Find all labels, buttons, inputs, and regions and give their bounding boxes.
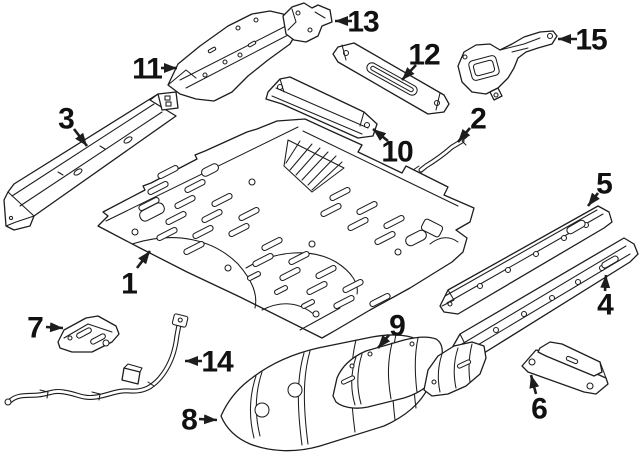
callout-number[interactable]: 12 bbox=[408, 39, 441, 72]
callout-leader-line bbox=[401, 64, 417, 81]
callout-10[interactable]: 10 bbox=[372, 127, 414, 169]
part-12-crossmember bbox=[332, 42, 450, 115]
callout-leader-line bbox=[586, 192, 600, 207]
callout-number[interactable]: 4 bbox=[597, 289, 615, 322]
callout-9[interactable]: 9 bbox=[377, 310, 406, 349]
callout-number[interactable]: 5 bbox=[596, 168, 613, 201]
callout-2[interactable]: 2 bbox=[457, 103, 487, 143]
callout-leader-line bbox=[372, 127, 389, 143]
part-7-bracket-plate bbox=[57, 315, 120, 353]
callout-4[interactable]: 4 bbox=[597, 274, 615, 322]
callout-number[interactable]: 15 bbox=[575, 24, 608, 57]
callout-1[interactable]: 1 bbox=[121, 250, 152, 301]
callout-number[interactable]: 6 bbox=[531, 393, 548, 426]
parts-artwork bbox=[3, 2, 639, 452]
part-5-side-rail bbox=[439, 205, 613, 315]
callout-leader-line bbox=[600, 274, 611, 292]
callout-8[interactable]: 8 bbox=[181, 404, 218, 437]
callout-6[interactable]: 6 bbox=[529, 374, 548, 426]
part-15-bracket bbox=[457, 30, 558, 101]
part-13-bracket bbox=[282, 2, 333, 43]
callout-number[interactable]: 3 bbox=[58, 103, 75, 136]
callout-number[interactable]: 9 bbox=[389, 310, 406, 343]
callout-number[interactable]: 11 bbox=[132, 53, 163, 86]
callout-13[interactable]: 13 bbox=[335, 6, 380, 39]
callout-leader-line bbox=[457, 127, 471, 143]
callout-leader-line bbox=[135, 250, 152, 269]
part-3-side-rail bbox=[3, 91, 179, 231]
part-1-floor-pan bbox=[97, 118, 475, 339]
part-10-crossmember bbox=[265, 76, 378, 139]
callout-leader-line bbox=[377, 334, 391, 349]
callout-number[interactable]: 7 bbox=[27, 312, 44, 345]
callout-5[interactable]: 5 bbox=[586, 168, 613, 207]
part-9-heat-shield bbox=[332, 336, 443, 409]
callout-number[interactable]: 14 bbox=[201, 346, 235, 379]
callout-7[interactable]: 7 bbox=[27, 312, 64, 345]
callout-number[interactable]: 1 bbox=[121, 268, 138, 301]
callout-leader-line bbox=[198, 414, 218, 425]
part-heat-shield-segment bbox=[423, 341, 487, 397]
callout-number[interactable]: 8 bbox=[181, 404, 198, 437]
callout-3[interactable]: 3 bbox=[58, 103, 89, 147]
callout-number[interactable]: 2 bbox=[470, 103, 487, 136]
callout-leader-line bbox=[72, 128, 89, 147]
callout-leader-line bbox=[529, 374, 540, 395]
callout-14[interactable]: 14 bbox=[185, 346, 235, 379]
part-6-bracket bbox=[521, 341, 609, 395]
part-14-tube bbox=[4, 313, 189, 406]
callout-number[interactable]: 10 bbox=[381, 136, 414, 169]
callout-12[interactable]: 12 bbox=[401, 39, 441, 81]
callout-number[interactable]: 13 bbox=[347, 6, 380, 39]
callout-leader-line bbox=[45, 322, 64, 333]
callout-11[interactable]: 11 bbox=[132, 53, 177, 86]
callout-15[interactable]: 15 bbox=[558, 24, 608, 57]
